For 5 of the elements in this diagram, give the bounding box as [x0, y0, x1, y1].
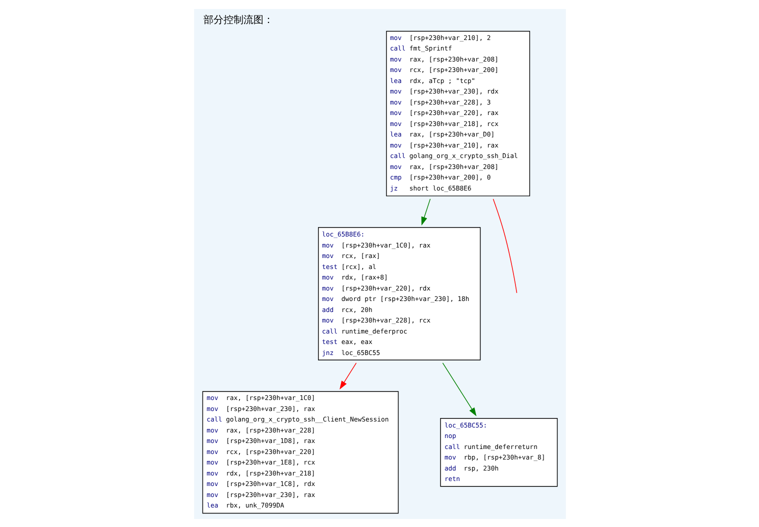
arrow: [442, 362, 476, 416]
arrow: [420, 198, 430, 226]
diagram-title: 部分控制流图：: [203, 14, 274, 26]
connector: [492, 198, 517, 293]
arrow: [339, 362, 356, 389]
